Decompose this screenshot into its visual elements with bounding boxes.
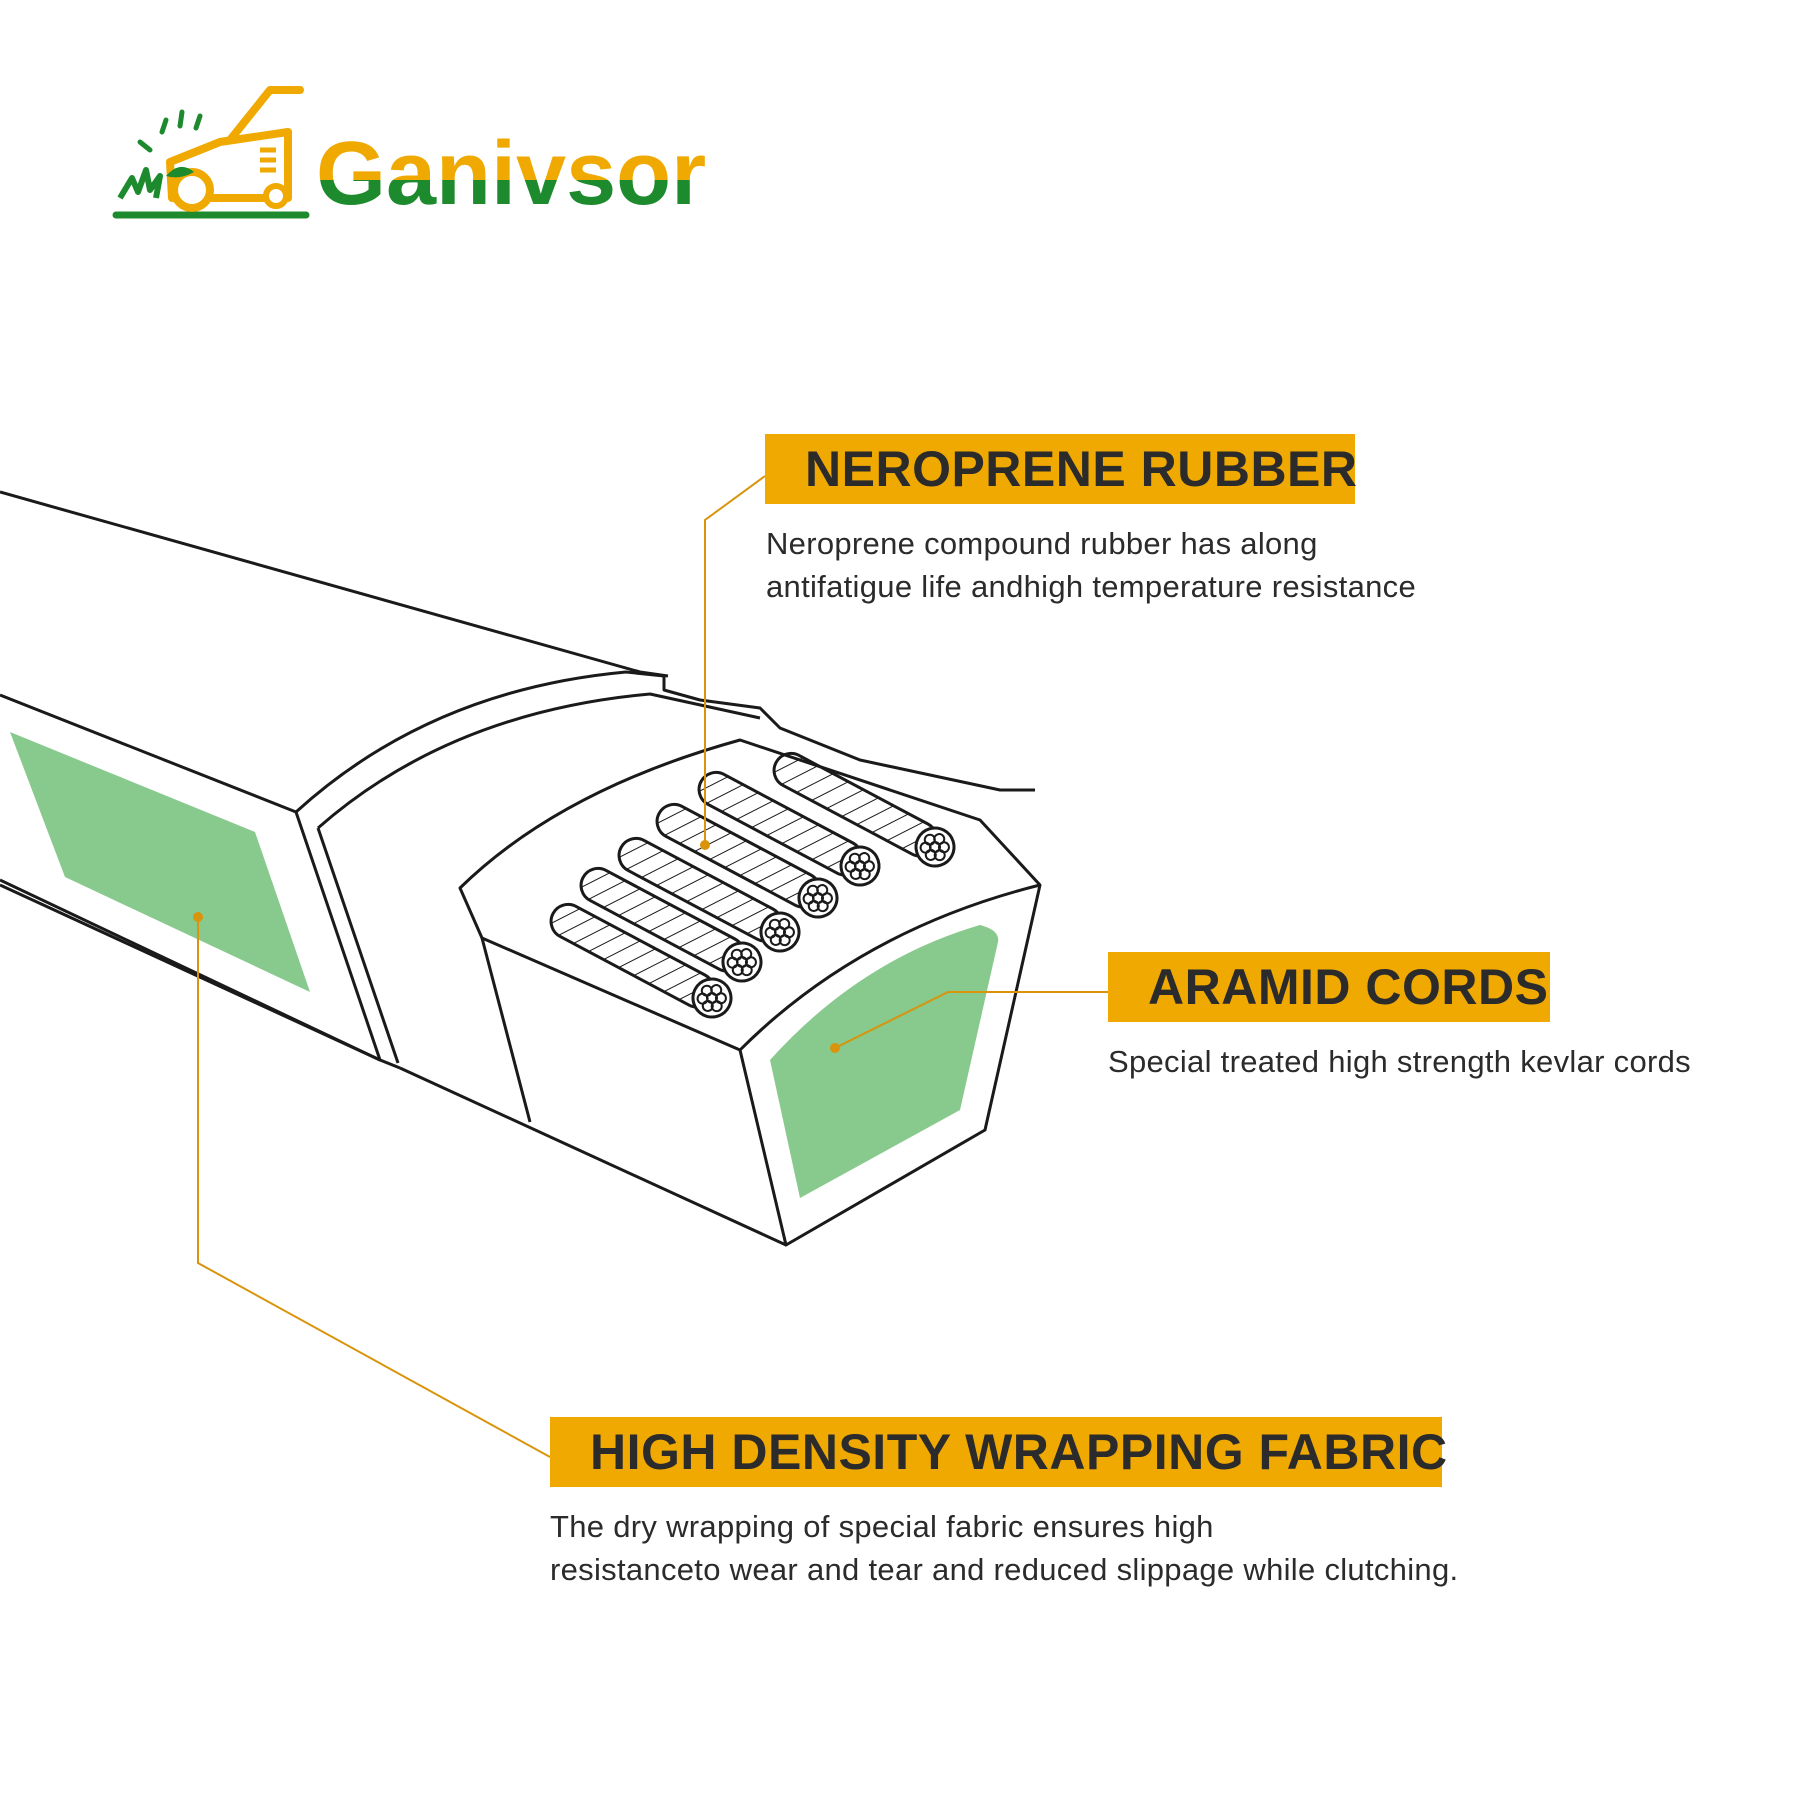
callout-desc-aramid-cords: Special treated high strength kevlar cor… [1108, 1040, 1691, 1083]
point-cords [830, 1043, 840, 1053]
desc-line: Neroprene compound rubber has along [766, 526, 1318, 561]
svg-text:Ganivsor: Ganivsor [316, 124, 706, 224]
callout-desc-wrapping-fabric: The dry wrapping of special fabric ensur… [550, 1505, 1458, 1591]
brand-logo: Ganivsor Ganivsor [112, 86, 706, 224]
leader-rubber [704, 475, 766, 845]
svg-text:Ganivsor: Ganivsor [316, 124, 706, 224]
brand-wordmark: Ganivsor Ganivsor [316, 124, 706, 224]
point-fabric [193, 912, 203, 922]
point-rubber [700, 840, 710, 850]
desc-line: resistanceto wear and tear and reduced s… [550, 1552, 1459, 1587]
callout-title-wrapping-fabric: HIGH DENSITY WRAPPING FABRIC [550, 1417, 1447, 1487]
rubber-cap-inner [317, 692, 761, 830]
leader-cords [834, 991, 1108, 1049]
leader-fabric [197, 917, 551, 1458]
desc-line: Special treated high strength kevlar cor… [1108, 1044, 1691, 1079]
desc-line: antifatigue life andhigh temperature res… [766, 569, 1416, 604]
desc-line: The dry wrapping of special fabric ensur… [550, 1509, 1214, 1544]
fabric-side-left [10, 732, 310, 992]
belt-top-edge [0, 490, 669, 678]
callout-desc-neoprene-rubber: Neroprene compound rubber has along anti… [766, 522, 1416, 608]
callout-title-aramid-cords: ARAMID CORDS [1108, 952, 1550, 1022]
lawn-mower-icon [112, 86, 310, 219]
callout-title-neoprene-rubber: NEROPRENE RUBBER [765, 434, 1357, 504]
fabric-front-face [770, 925, 999, 1198]
